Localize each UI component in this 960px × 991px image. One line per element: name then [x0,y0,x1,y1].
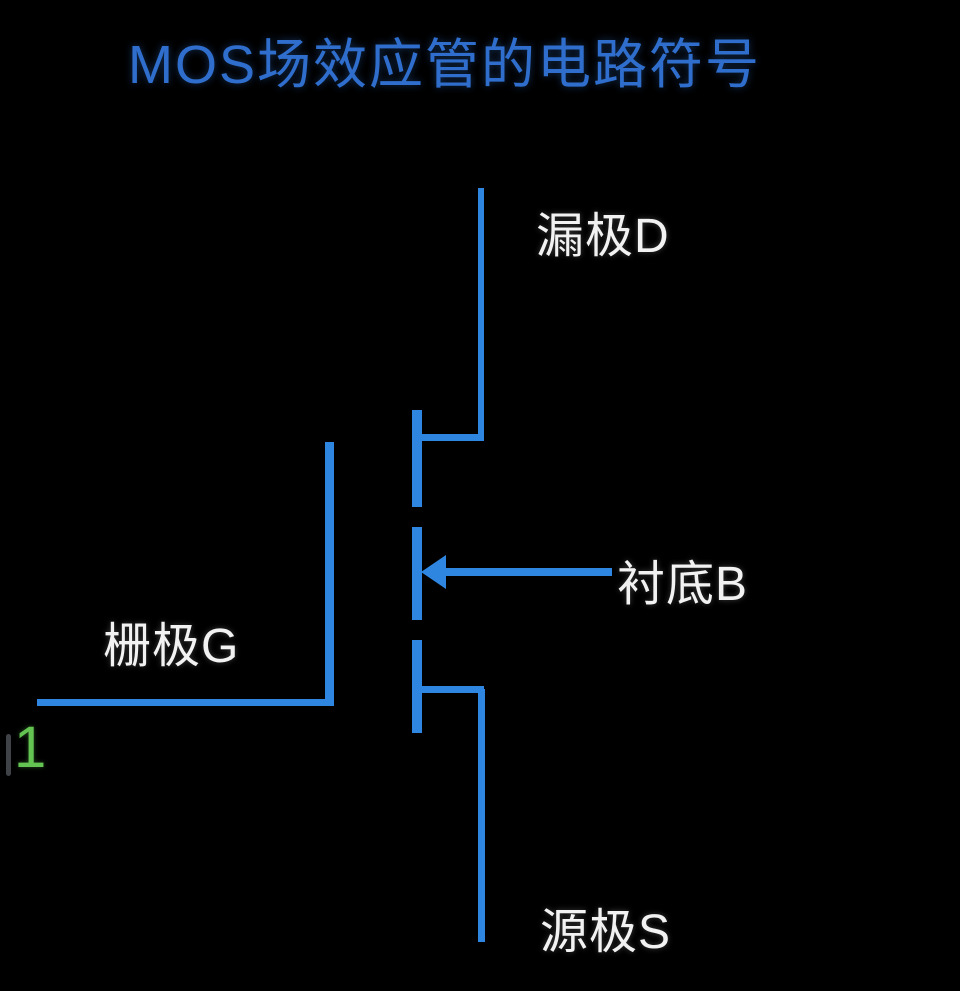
page-title: MOS场效应管的电路符号 [128,35,762,95]
channel-segment-top [412,410,422,507]
drain-lead-line [478,188,484,440]
channel-segment-middle [412,527,422,620]
drain-tap-line [415,434,484,441]
watermark-digit: 1 [14,715,47,780]
source-terminal-label: 源极S [540,906,672,959]
substrate-arrowhead-icon [421,555,446,589]
substrate-arrow-shaft [441,568,612,576]
drain-terminal-label: 漏极D [536,210,670,263]
substrate-terminal-label: 衬底B [617,558,749,611]
watermark-partial-glyph [6,734,11,776]
gate-electrode-bar [325,442,334,705]
source-tap-line [415,686,484,693]
source-lead-line [478,689,485,942]
gate-lead-line [37,699,334,706]
gate-terminal-label: 栅极G [103,620,240,673]
